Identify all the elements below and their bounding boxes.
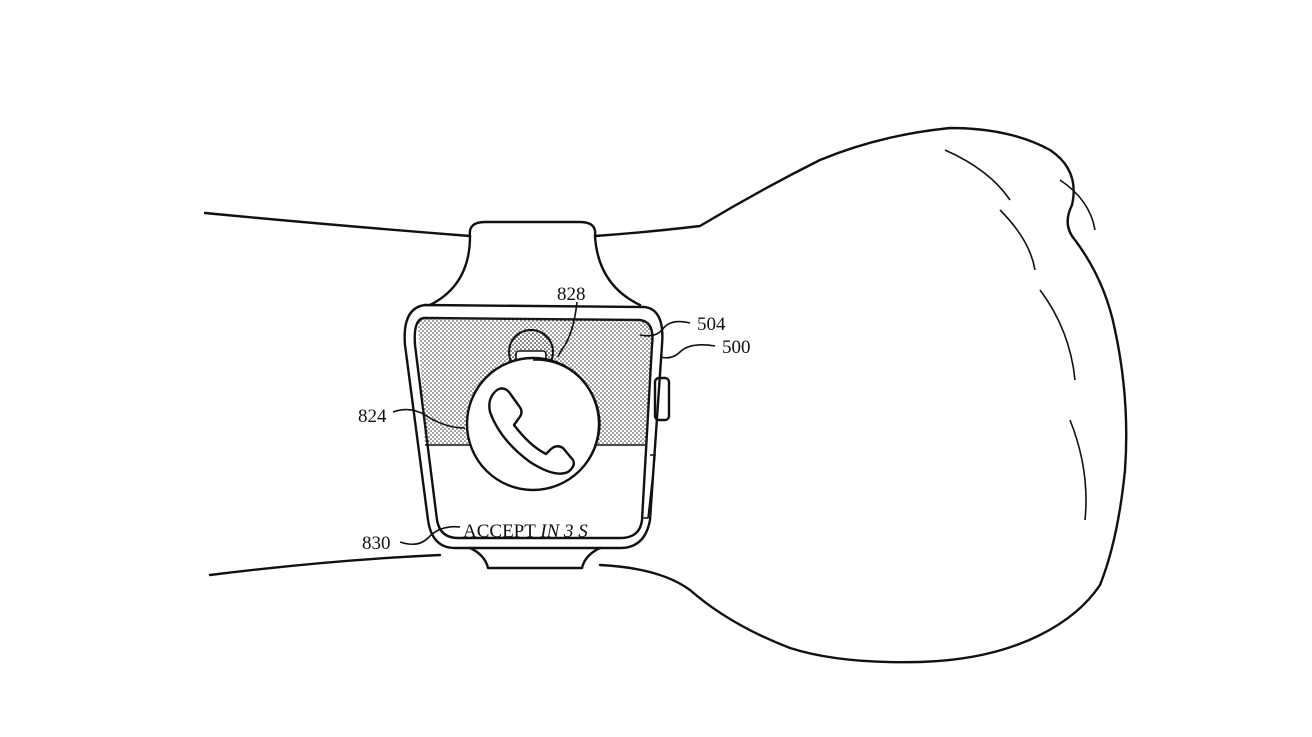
digital-crown — [653, 376, 671, 422]
label-500: 500 — [722, 337, 751, 358]
label-828: 828 — [557, 284, 586, 305]
reference-labels: 828 504 500 824 830 — [358, 284, 751, 554]
label-830: 830 — [362, 533, 391, 554]
label-504: 504 — [697, 314, 726, 335]
phone-handset-icon — [488, 387, 576, 475]
accept-call-button[interactable] — [465, 356, 601, 492]
side-button — [643, 454, 656, 519]
watch-band — [428, 220, 642, 570]
label-824: 824 — [358, 406, 387, 427]
arm-outline — [203, 126, 1128, 664]
accept-countdown-text: ACCEPT IN 3 S — [463, 521, 588, 542]
